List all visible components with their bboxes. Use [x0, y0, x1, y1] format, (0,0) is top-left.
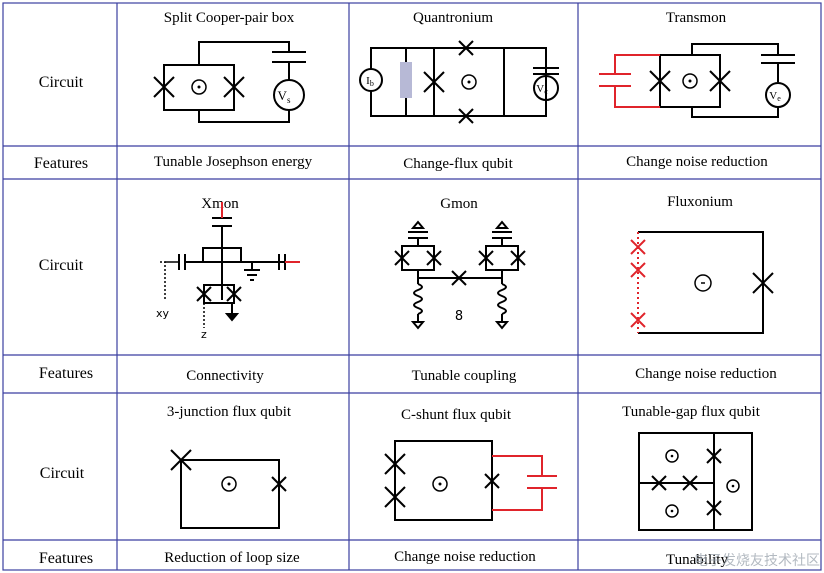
gmon-circuit [394, 220, 526, 330]
feature-change-flux-qubit: Change-flux qubit [403, 156, 513, 172]
title-3-junction-flux-qubit: 3-junction flux qubit [167, 404, 292, 420]
feature-change-noise-reduction-2: Change noise reduction [635, 366, 777, 382]
transmon-shunt-capacitor [599, 54, 660, 108]
title-quantronium: Quantronium [413, 10, 493, 26]
feature-change-noise-reduction-3: Change noise reduction [394, 549, 536, 565]
title-xmon: Xmon [201, 196, 239, 212]
row-header-features-3: Features [39, 550, 93, 567]
tunable-gap-flux-qubit-circuit [638, 432, 753, 531]
split-cooper-pair-box-circuit [153, 41, 306, 123]
row-header-circuit-3: Circuit [40, 465, 85, 482]
transmon-circuit [649, 43, 795, 118]
feature-tunability: Tunability [666, 552, 728, 568]
3-junction-flux-qubit-circuit [170, 449, 287, 529]
xmon-label-z: z [201, 328, 207, 341]
feature-tunable-coupling: Tunable coupling [412, 368, 517, 384]
xmon-control-lines [160, 202, 300, 328]
xmon-label-xy: xy [156, 307, 170, 320]
c-shunt-capacitor [492, 455, 557, 511]
title-c-shunt-flux-qubit: C-shunt flux qubit [401, 407, 512, 423]
fluxonium-circuit [638, 231, 774, 334]
row-header-features-1: Features [34, 155, 88, 172]
quantronium-inductor [400, 62, 412, 98]
title-transmon: Transmon [666, 10, 727, 26]
split-cooper-source-label: Vs [278, 88, 291, 105]
watermark: 电子发烧友技术社区 [694, 553, 820, 569]
row-header-features-2: Features [39, 365, 93, 382]
quantronium-circuit [359, 40, 559, 124]
title-fluxonium: Fluxonium [667, 194, 733, 210]
title-tunable-gap-flux-qubit: Tunable-gap flux qubit [622, 404, 761, 420]
title-gmon: Gmon [440, 196, 478, 212]
feature-connectivity: Connectivity [186, 368, 264, 384]
row-header-circuit-2: Circuit [39, 257, 84, 274]
quantronium-bias-label: Ib [366, 75, 374, 88]
gmon-number: 8 [455, 309, 463, 324]
transmon-source-label: Ve [769, 90, 781, 103]
title-split-cooper-pair-box: Split Cooper-pair box [164, 10, 295, 26]
feature-reduction-of-loop-size: Reduction of loop size [164, 550, 300, 566]
row-header-circuit-1: Circuit [39, 74, 84, 91]
xmon-circuit [178, 217, 286, 322]
feature-change-noise-reduction-1: Change noise reduction [626, 154, 768, 170]
quantronium-source-label: Vc [536, 83, 548, 96]
fluxonium-junction-array [630, 232, 646, 333]
c-shunt-flux-qubit-circuit [384, 440, 500, 521]
feature-tunable-josephson-energy: Tunable Josephson energy [154, 154, 313, 170]
